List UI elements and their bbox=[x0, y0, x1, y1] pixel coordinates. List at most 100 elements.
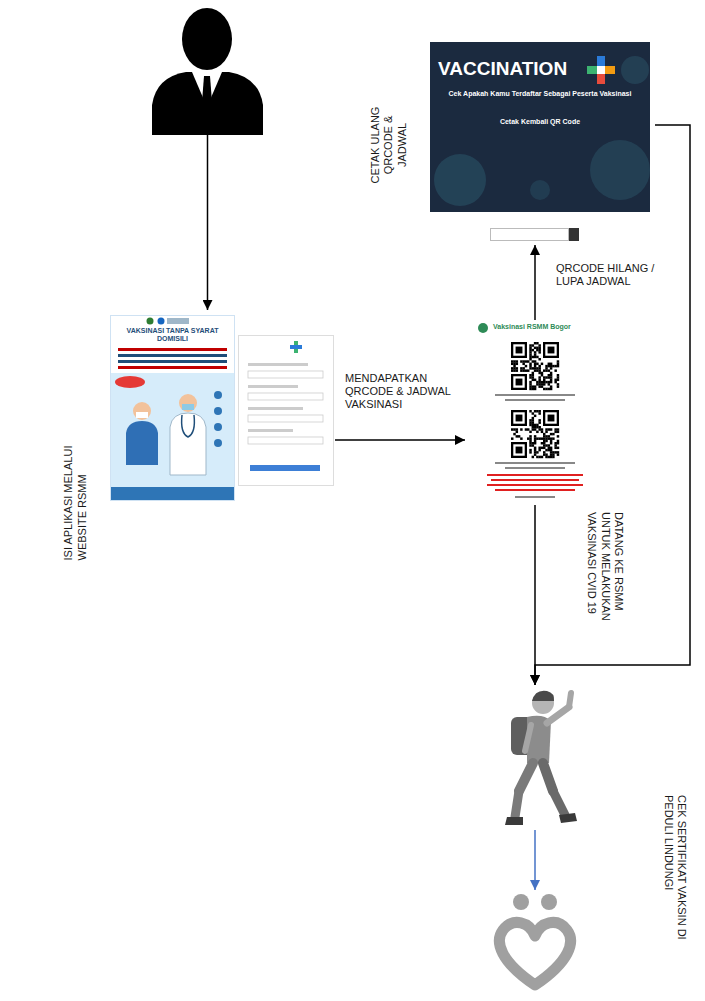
qr-module bbox=[545, 431, 547, 433]
qr-module bbox=[536, 369, 538, 371]
ticket-warning-bar bbox=[495, 489, 575, 491]
qr-module bbox=[545, 369, 547, 371]
virus-decor bbox=[434, 154, 486, 206]
person-head bbox=[182, 8, 232, 70]
qr-module bbox=[541, 431, 543, 433]
form-logo bbox=[290, 345, 302, 349]
qr-module bbox=[557, 379, 559, 381]
qr-module bbox=[541, 456, 543, 458]
qr-module bbox=[550, 367, 552, 369]
qr-module bbox=[529, 381, 531, 383]
virus-decor bbox=[621, 56, 649, 84]
site-title: VACCINATION bbox=[438, 58, 588, 81]
search-button bbox=[569, 228, 579, 241]
logo-dot bbox=[513, 894, 529, 910]
qr-module bbox=[532, 349, 534, 351]
poster-frame bbox=[111, 316, 235, 501]
qr-module bbox=[550, 440, 552, 442]
qr-module bbox=[520, 369, 522, 371]
qr-module bbox=[532, 412, 534, 414]
qr-module bbox=[516, 369, 518, 371]
qr-module bbox=[538, 344, 540, 346]
virus-decor bbox=[590, 140, 650, 200]
qr-module bbox=[552, 451, 554, 453]
qr-module bbox=[513, 360, 515, 362]
qr-module bbox=[550, 433, 552, 435]
qr-module bbox=[532, 417, 534, 419]
qr-module bbox=[532, 426, 534, 428]
qr-module bbox=[543, 451, 545, 453]
qr-module bbox=[545, 428, 547, 430]
qr-module bbox=[541, 383, 543, 385]
qr-module bbox=[538, 447, 540, 449]
walker-leg bbox=[515, 791, 519, 817]
flow-arrow bbox=[335, 439, 465, 441]
qr-module bbox=[529, 351, 531, 353]
qr-module bbox=[516, 363, 518, 365]
qr-module bbox=[538, 381, 540, 383]
poster-heading: VAKSINASI TANPA SYARAT DOMISILI bbox=[115, 327, 230, 344]
qr-module bbox=[511, 367, 513, 369]
qr-module bbox=[532, 428, 534, 430]
poster-icon bbox=[214, 423, 222, 431]
qr-module bbox=[520, 360, 522, 362]
qr-module bbox=[534, 351, 536, 353]
logo-cross bbox=[587, 66, 597, 74]
qr-module bbox=[548, 381, 550, 383]
qr-module bbox=[534, 435, 536, 437]
qr-module bbox=[529, 383, 531, 385]
qr-module bbox=[513, 369, 515, 371]
qr-module bbox=[529, 349, 531, 351]
poster-icon bbox=[214, 439, 222, 447]
walker-arm bbox=[569, 693, 571, 707]
qr-module bbox=[518, 435, 520, 437]
qr-module bbox=[536, 383, 538, 385]
qr-module bbox=[529, 358, 531, 360]
qr-module bbox=[511, 428, 513, 430]
walker-arm bbox=[525, 725, 531, 751]
ticket-text-bar bbox=[505, 399, 565, 401]
qr-module bbox=[543, 433, 545, 435]
qr-module bbox=[541, 428, 543, 430]
qr-module bbox=[550, 447, 552, 449]
ticket-text-bar bbox=[495, 394, 575, 396]
qr-module bbox=[545, 440, 547, 442]
qr-module bbox=[516, 431, 518, 433]
walker-leg bbox=[553, 791, 565, 815]
qr-module bbox=[513, 433, 515, 435]
ticket-heading: Vaksinasi RSMM Bogor bbox=[493, 323, 598, 331]
logo-cross bbox=[605, 66, 615, 74]
registration-node: ISI APLIKASI MELALUI WEBSITE RSMM VAKSINA… bbox=[50, 310, 335, 565]
poster-logo bbox=[167, 318, 189, 324]
qr-module bbox=[548, 447, 550, 449]
qr-module bbox=[550, 437, 552, 439]
qr-module bbox=[552, 453, 554, 455]
site-text: Cetak Kembali QR Code bbox=[435, 118, 645, 126]
qr-finder bbox=[516, 379, 523, 386]
step-caption: ISI APLIKASI MELALUI WEBSITE RSMM bbox=[52, 400, 97, 560]
ticket-warning-bar bbox=[487, 484, 583, 486]
virus-decor bbox=[530, 180, 550, 200]
qr-module bbox=[550, 372, 552, 374]
qr-module bbox=[554, 447, 556, 449]
logo-heart bbox=[499, 922, 570, 985]
qr-module bbox=[534, 437, 536, 439]
doctor-coat bbox=[170, 413, 206, 475]
qr-module bbox=[536, 424, 538, 426]
qr-module bbox=[532, 456, 534, 458]
edge-label: QRCODE HILANG / LUPA JADWAL bbox=[556, 262, 666, 288]
qr-module bbox=[529, 363, 531, 365]
qr-code bbox=[511, 410, 559, 458]
qr-module bbox=[543, 444, 545, 446]
qr-module bbox=[534, 447, 536, 449]
qr-module bbox=[536, 431, 538, 433]
qr-module bbox=[554, 451, 556, 453]
ticket-warning-bar bbox=[487, 474, 583, 476]
qr-module bbox=[527, 437, 529, 439]
qr-module bbox=[550, 456, 552, 458]
qr-module bbox=[550, 453, 552, 455]
qr-finder bbox=[513, 412, 524, 423]
qr-module bbox=[543, 453, 545, 455]
qr-module bbox=[529, 376, 531, 378]
qr-module bbox=[536, 349, 538, 351]
